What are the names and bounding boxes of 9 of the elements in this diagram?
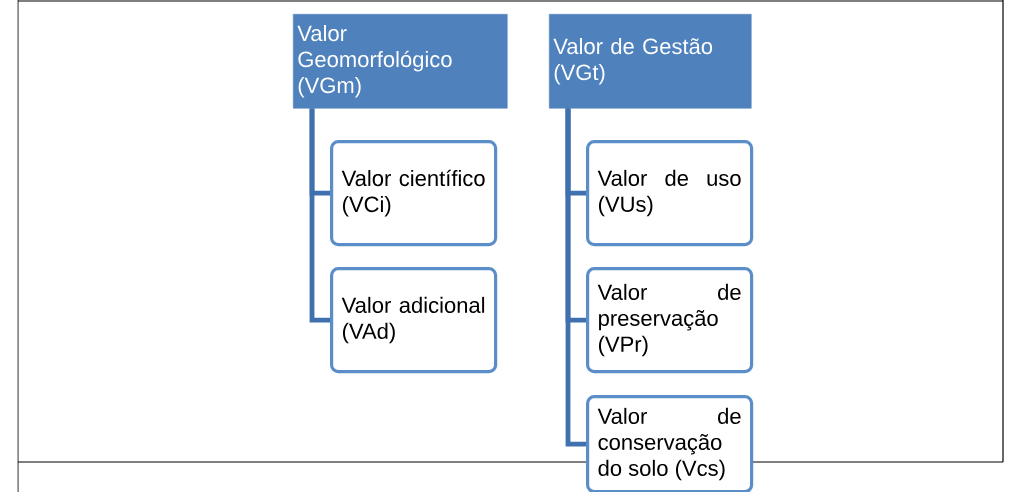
item-box: Valor de uso (VUs) xyxy=(586,140,754,247)
item-box: Valor de preservação (VPr) xyxy=(586,267,754,374)
connector-line xyxy=(565,108,586,447)
item-box: Valor científico (VCi) xyxy=(330,140,498,247)
item-box: Valor adicional (VAd) xyxy=(330,267,498,374)
header-box: Valor Geomorfológico (VGm) xyxy=(293,14,508,109)
item-box: Valor de conservação do solo (Vcs) xyxy=(586,395,754,492)
header-box: Valor de Gestão (VGt) xyxy=(549,14,752,109)
connector-line xyxy=(309,108,330,323)
